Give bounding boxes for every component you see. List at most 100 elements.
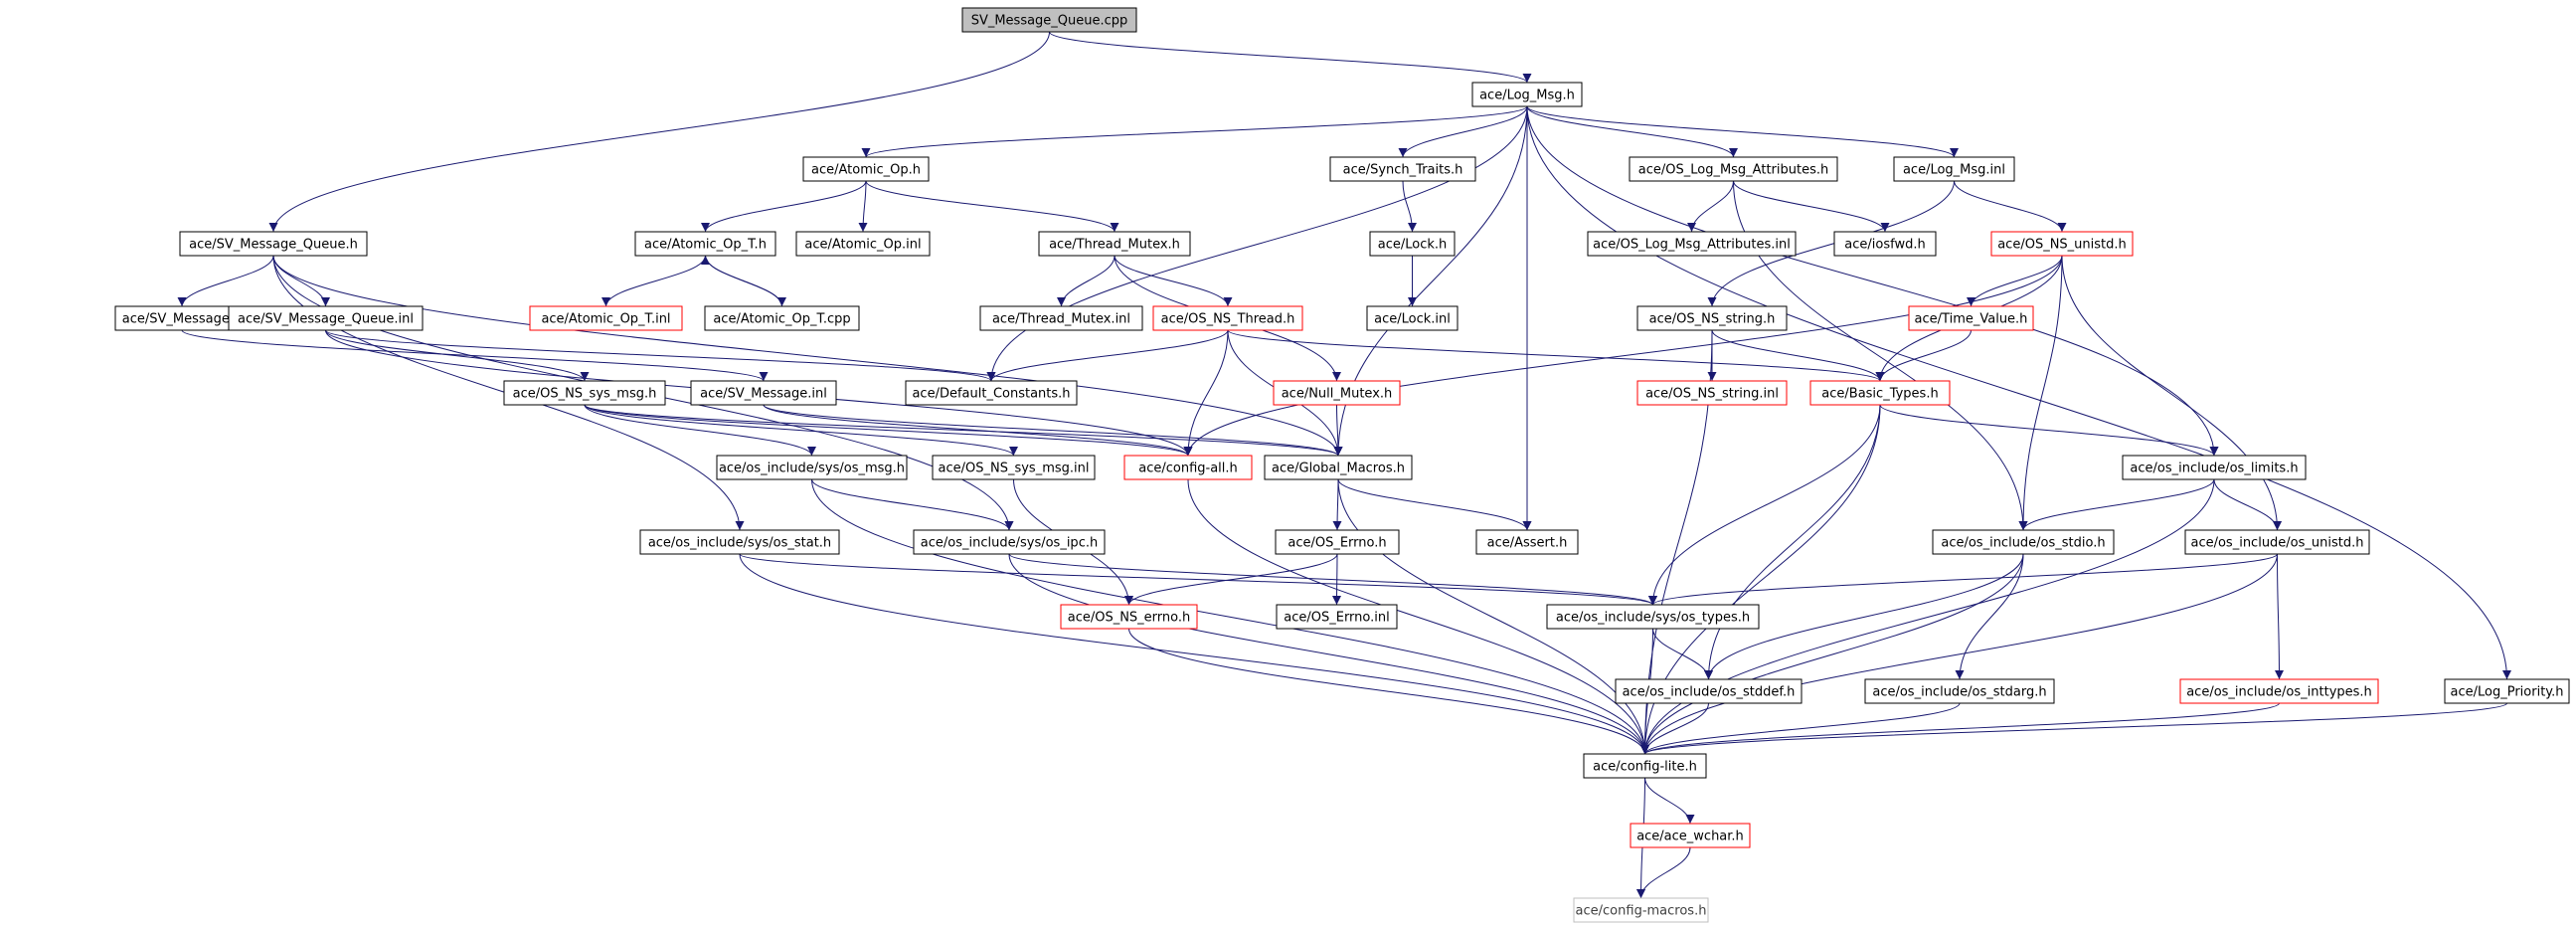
node-box <box>228 305 424 331</box>
edge-os_ns_unistd_h-to-time_value_h <box>1967 255 2063 307</box>
node-label: ace/Log_Priority.h <box>2451 685 2564 700</box>
node-os_ns_string_h[interactable]: ace/OS_NS_string.h <box>1636 305 1788 331</box>
edge-os_include_sys_os_stat_h-to-os_include_sys_os_types_h <box>739 553 1657 606</box>
node-label: ace/config-all.h <box>1138 462 1238 476</box>
node-os_ns_thread_h[interactable]: ace/OS_NS_Thread.h <box>1152 305 1303 331</box>
node-sv_message_queue_inl[interactable]: ace/SV_Message_Queue.inl <box>228 305 424 331</box>
node-os_ns_sys_msg_h[interactable]: ace/OS_NS_sys_msg.h <box>503 380 666 406</box>
node-label: ace/OS_NS_string.inl <box>1645 387 1779 402</box>
edge-os_include_os_stdio_h-to-config_lite_h <box>1640 553 2024 755</box>
node-os_log_msg_attributes_h[interactable]: ace/OS_Log_Msg_Attributes.h <box>1629 156 1838 182</box>
node-label: ace/Global_Macros.h <box>1272 462 1405 476</box>
node-os_log_msg_attributes_inl[interactable]: ace/OS_Log_Msg_Attributes.inl <box>1587 231 1797 257</box>
node-label: ace/Thread_Mutex.h <box>1049 238 1180 253</box>
node-os_ns_string_inl[interactable]: ace/OS_NS_string.inl <box>1636 380 1788 406</box>
node-sv_message_queue_h[interactable]: ace/SV_Message_Queue.h <box>179 231 368 257</box>
node-os_ns_errno_h[interactable]: ace/OS_NS_errno.h <box>1060 604 1198 630</box>
edge-atomic_op_t_cpp-to-atomic_op_t_h <box>701 255 782 307</box>
edge-os_include_os_limits_h-to-os_include_os_unistd_h <box>2213 478 2282 531</box>
edge-os_include_os_unistd_h-to-config_lite_h <box>1640 553 2278 755</box>
node-label: ace/Log_Msg.inl <box>1903 163 2005 178</box>
edge-os_ns_thread_h-to-default_constants_h <box>986 329 1229 382</box>
node-config_lite_h[interactable]: ace/config-lite.h <box>1583 753 1707 779</box>
node-atomic_op_inl[interactable]: ace/Atomic_Op.inl <box>795 231 931 257</box>
node-null_mutex_h[interactable]: ace/Null_Mutex.h <box>1273 380 1401 406</box>
node-log_msg_h[interactable]: ace/Log_Msg.h <box>1471 82 1583 107</box>
node-label: ace/OS_Log_Msg_Attributes.inl <box>1593 238 1791 253</box>
node-label: ace/Atomic_Op.h <box>811 163 921 178</box>
node-lock_h[interactable]: ace/Lock.h <box>1369 231 1456 257</box>
node-box <box>1273 380 1401 406</box>
node-box <box>1123 455 1253 480</box>
node-sv_message_queue_cpp[interactable]: SV_Message_Queue.cpp <box>961 7 1137 33</box>
node-box <box>1636 305 1788 331</box>
edge-os_log_msg_attributes_h-to-iosfwd_h <box>1733 180 1890 233</box>
node-label: ace/Default_Constants.h <box>912 387 1070 402</box>
node-thread_mutex_inl[interactable]: ace/Thread_Mutex.inl <box>979 305 1143 331</box>
node-label: ace/os_include/sys/os_ipc.h <box>921 536 1098 551</box>
node-atomic_op_t_h[interactable]: ace/Atomic_Op_T.h <box>634 231 776 257</box>
node-label: ace/Basic_Types.h <box>1821 387 1938 402</box>
node-log_priority_h[interactable]: ace/Log_Priority.h <box>2444 678 2570 704</box>
node-sv_message_inl[interactable]: ace/SV_Message.inl <box>690 380 837 406</box>
node-os_include_os_stdarg_h[interactable]: ace/os_include/os_stdarg.h <box>1864 678 2055 704</box>
node-os_include_os_stdio_h[interactable]: ace/os_include/os_stdio.h <box>1932 529 2115 555</box>
edge-os_log_msg_attributes_h-to-os_log_msg_attributes_inl <box>1687 180 1734 233</box>
node-atomic_op_t_cpp[interactable]: ace/Atomic_Op_T.cpp <box>704 305 860 331</box>
node-label: ace/Log_Msg.h <box>1479 89 1575 103</box>
node-label: ace/Time_Value.h <box>1915 312 2028 327</box>
node-thread_mutex_h[interactable]: ace/Thread_Mutex.h <box>1038 231 1191 257</box>
edge-os_include_sys_os_ipc_h-to-config_lite_h <box>1008 553 1649 755</box>
node-os_ns_sys_msg_inl[interactable]: ace/OS_NS_sys_msg.inl <box>932 455 1096 480</box>
edge-synch_traits_h-to-lock_h <box>1402 180 1417 233</box>
node-assert_h[interactable]: ace/Assert.h <box>1475 529 1579 555</box>
node-box <box>179 231 368 257</box>
node-label: ace/SV_Message_Queue.h <box>189 238 358 253</box>
node-time_value_h[interactable]: ace/Time_Value.h <box>1908 305 2034 331</box>
node-box <box>1152 305 1303 331</box>
node-box <box>932 455 1096 480</box>
node-os_errno_inl[interactable]: ace/OS_Errno.inl <box>1276 604 1398 630</box>
node-basic_types_h[interactable]: ace/Basic_Types.h <box>1809 380 1951 406</box>
node-default_constants_h[interactable]: ace/Default_Constants.h <box>905 380 1078 406</box>
node-iosfwd_h[interactable]: ace/iosfwd.h <box>1833 231 1937 257</box>
node-label: ace/OS_NS_unistd.h <box>1997 238 2127 253</box>
node-label: ace/config-macros.h <box>1576 904 1707 919</box>
node-synch_traits_h[interactable]: ace/Synch_Traits.h <box>1329 156 1476 182</box>
node-os_include_sys_os_ipc_h[interactable]: ace/os_include/sys/os_ipc.h <box>913 529 1106 555</box>
node-atomic_op_t_inl[interactable]: ace/Atomic_Op_T.inl <box>529 305 683 331</box>
node-os_include_os_inttypes_h[interactable]: ace/os_include/os_inttypes.h <box>2179 678 2379 704</box>
edge-os_include_os_unistd_h-to-os_include_sys_os_types_h <box>1648 553 2278 606</box>
node-label: ace/OS_NS_string.h <box>1649 312 1776 327</box>
node-label: ace/OS_Errno.h <box>1288 536 1386 551</box>
node-os_ns_unistd_h[interactable]: ace/OS_NS_unistd.h <box>1990 231 2134 257</box>
edge-os_ns_unistd_h-to-config_all_h <box>1183 255 2063 457</box>
node-ace_wchar_h[interactable]: ace/ace_wchar.h <box>1630 823 1751 848</box>
node-os_include_sys_os_stat_h[interactable]: ace/os_include/sys/os_stat.h <box>639 529 840 555</box>
node-os_include_sys_os_types_h[interactable]: ace/os_include/sys/os_types.h <box>1546 604 1760 630</box>
node-lock_inl[interactable]: ace/Lock.inl <box>1366 305 1459 331</box>
node-os_include_sys_os_msg_h[interactable]: ace/os_include/sys/os_msg.h <box>716 455 908 480</box>
node-box <box>1630 823 1751 848</box>
node-box <box>1932 529 2115 555</box>
node-label: ace/config-lite.h <box>1593 760 1697 775</box>
node-os_errno_h[interactable]: ace/OS_Errno.h <box>1275 529 1400 555</box>
node-atomic_op_h[interactable]: ace/Atomic_Op.h <box>802 156 930 182</box>
node-os_include_os_unistd_h[interactable]: ace/os_include/os_unistd.h <box>2184 529 2370 555</box>
node-log_msg_inl[interactable]: ace/Log_Msg.inl <box>1893 156 2015 182</box>
node-sv_message_h[interactable]: ace/SV_Message.h <box>114 305 250 331</box>
node-config_macros_h[interactable]: ace/config-macros.h <box>1573 897 1709 923</box>
node-label: ace/SV_Message_Queue.inl <box>238 312 414 327</box>
edge-os_ns_unistd_h-to-os_include_os_unistd_h <box>2061 255 2282 531</box>
edge-os_include_os_stddef_h-to-config_lite_h <box>1640 702 1709 755</box>
node-os_include_os_limits_h[interactable]: ace/os_include/os_limits.h <box>2122 455 2307 480</box>
edge-os_ns_thread_h-to-config_all_h <box>1183 329 1229 457</box>
node-os_include_os_stddef_h[interactable]: ace/os_include/os_stddef.h <box>1615 678 1803 704</box>
node-box <box>1629 156 1838 182</box>
node-config_all_h[interactable]: ace/config-all.h <box>1123 455 1253 480</box>
edge-os_include_sys_os_msg_h-to-os_include_sys_os_ipc_h <box>811 478 1014 531</box>
edge-os_ns_sys_msg_h-to-os_include_sys_os_msg_h <box>584 404 816 457</box>
edge-os_ns_string_h-to-basic_types_h <box>1711 329 1885 382</box>
node-global_macros_h[interactable]: ace/Global_Macros.h <box>1264 455 1413 480</box>
node-box <box>979 305 1143 331</box>
